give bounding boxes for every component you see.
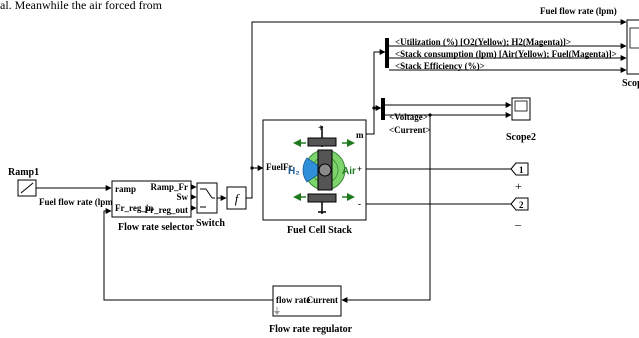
ramp-icon [20,182,34,194]
svg-text:+: + [318,123,324,134]
svg-text:1: 1 [519,165,524,175]
wire-top-rail [251,19,627,168]
signal-label-ramp-out: Fuel flow rate (lpm) [39,197,116,207]
scope2-label: Scope2 [506,132,536,143]
ramp1-block[interactable] [17,179,37,197]
wire-regulator-to-selector [103,208,273,301]
selector-port-sw: Sw [176,192,188,202]
bus1-signal-consumption: <Stack consumption (lpm) [Air(Yellow); F… [395,49,617,59]
signal-label-top-out: Fuel flow rate (lpm) [540,6,617,16]
function-symbol: f [235,191,241,206]
selector-port-fr-reg-in: Fr_reg_in [115,203,153,213]
regulator-port-out: Current [307,295,338,305]
regulator-port-in: flow rate [276,295,310,305]
header-text: al. Meanwhile the air forced from [0,0,163,12]
flow-rate-regulator-label: Flow rate regulator [269,324,353,335]
function-block[interactable]: f [226,186,247,210]
svg-text:2: 2 [519,200,524,210]
fuel-cell-h2-text: H₂ [288,166,300,177]
selector-port-ramp-fr: Ramp_Fr [151,182,189,192]
switch-label: Switch [196,218,225,229]
port1-sign: + [515,179,522,193]
stack-port-fuelfr: FuelFr [266,162,293,172]
wire-bus2-out-current [341,114,431,303]
switch-block[interactable] [196,182,218,214]
stack-port-minus: - [358,199,361,209]
flow-rate-selector-label: Flow rate selector [118,222,195,233]
wire-m-to-bus1 [373,49,386,108]
wire-fcn-to-stack [246,165,264,199]
bus-selector-2[interactable] [381,98,385,120]
selector-port-fr-reg-out: Fr_reg_out [145,205,188,215]
wire-m-to-bus2 [366,105,382,135]
fuel-cell-stack-block[interactable]: FuelFr m + - + [262,119,367,221]
fuel-cell-icon: + H₂ Air [288,123,356,214]
bus2-signal-voltage: <Voltage> [389,112,428,122]
selector-port-ramp: ramp [115,184,136,194]
port2-sign: – [514,217,522,231]
bus1-signal-efficiency: <Stack Efficiency (%)> [395,61,485,71]
flow-rate-regulator-block[interactable]: flow rate Current [272,285,342,317]
flow-rate-selector-block[interactable]: ramp Fr_reg_in Ramp_Fr Sw Fr_reg_out [111,180,192,218]
bus1-signal-utilization: <Utilization (%) [O2(Yellow); H2(Magenta… [395,37,571,47]
ramp1-label: Ramp1 [8,167,39,178]
stack-port-plus: + [357,164,362,174]
scope2-block[interactable] [511,97,531,121]
scope-block[interactable] [626,19,639,75]
scope-label: Scop [622,78,639,89]
port1-connector[interactable]: 1 [510,162,529,176]
stack-port-m: m [356,130,364,140]
port2-connector[interactable]: 2 [510,197,529,211]
fuel-cell-air-text: Air [342,166,356,177]
bus2-signal-current: <Current> [389,125,431,135]
fuel-cell-stack-label: Fuel Cell Stack [287,225,352,236]
bus-selector-1[interactable] [385,38,389,68]
